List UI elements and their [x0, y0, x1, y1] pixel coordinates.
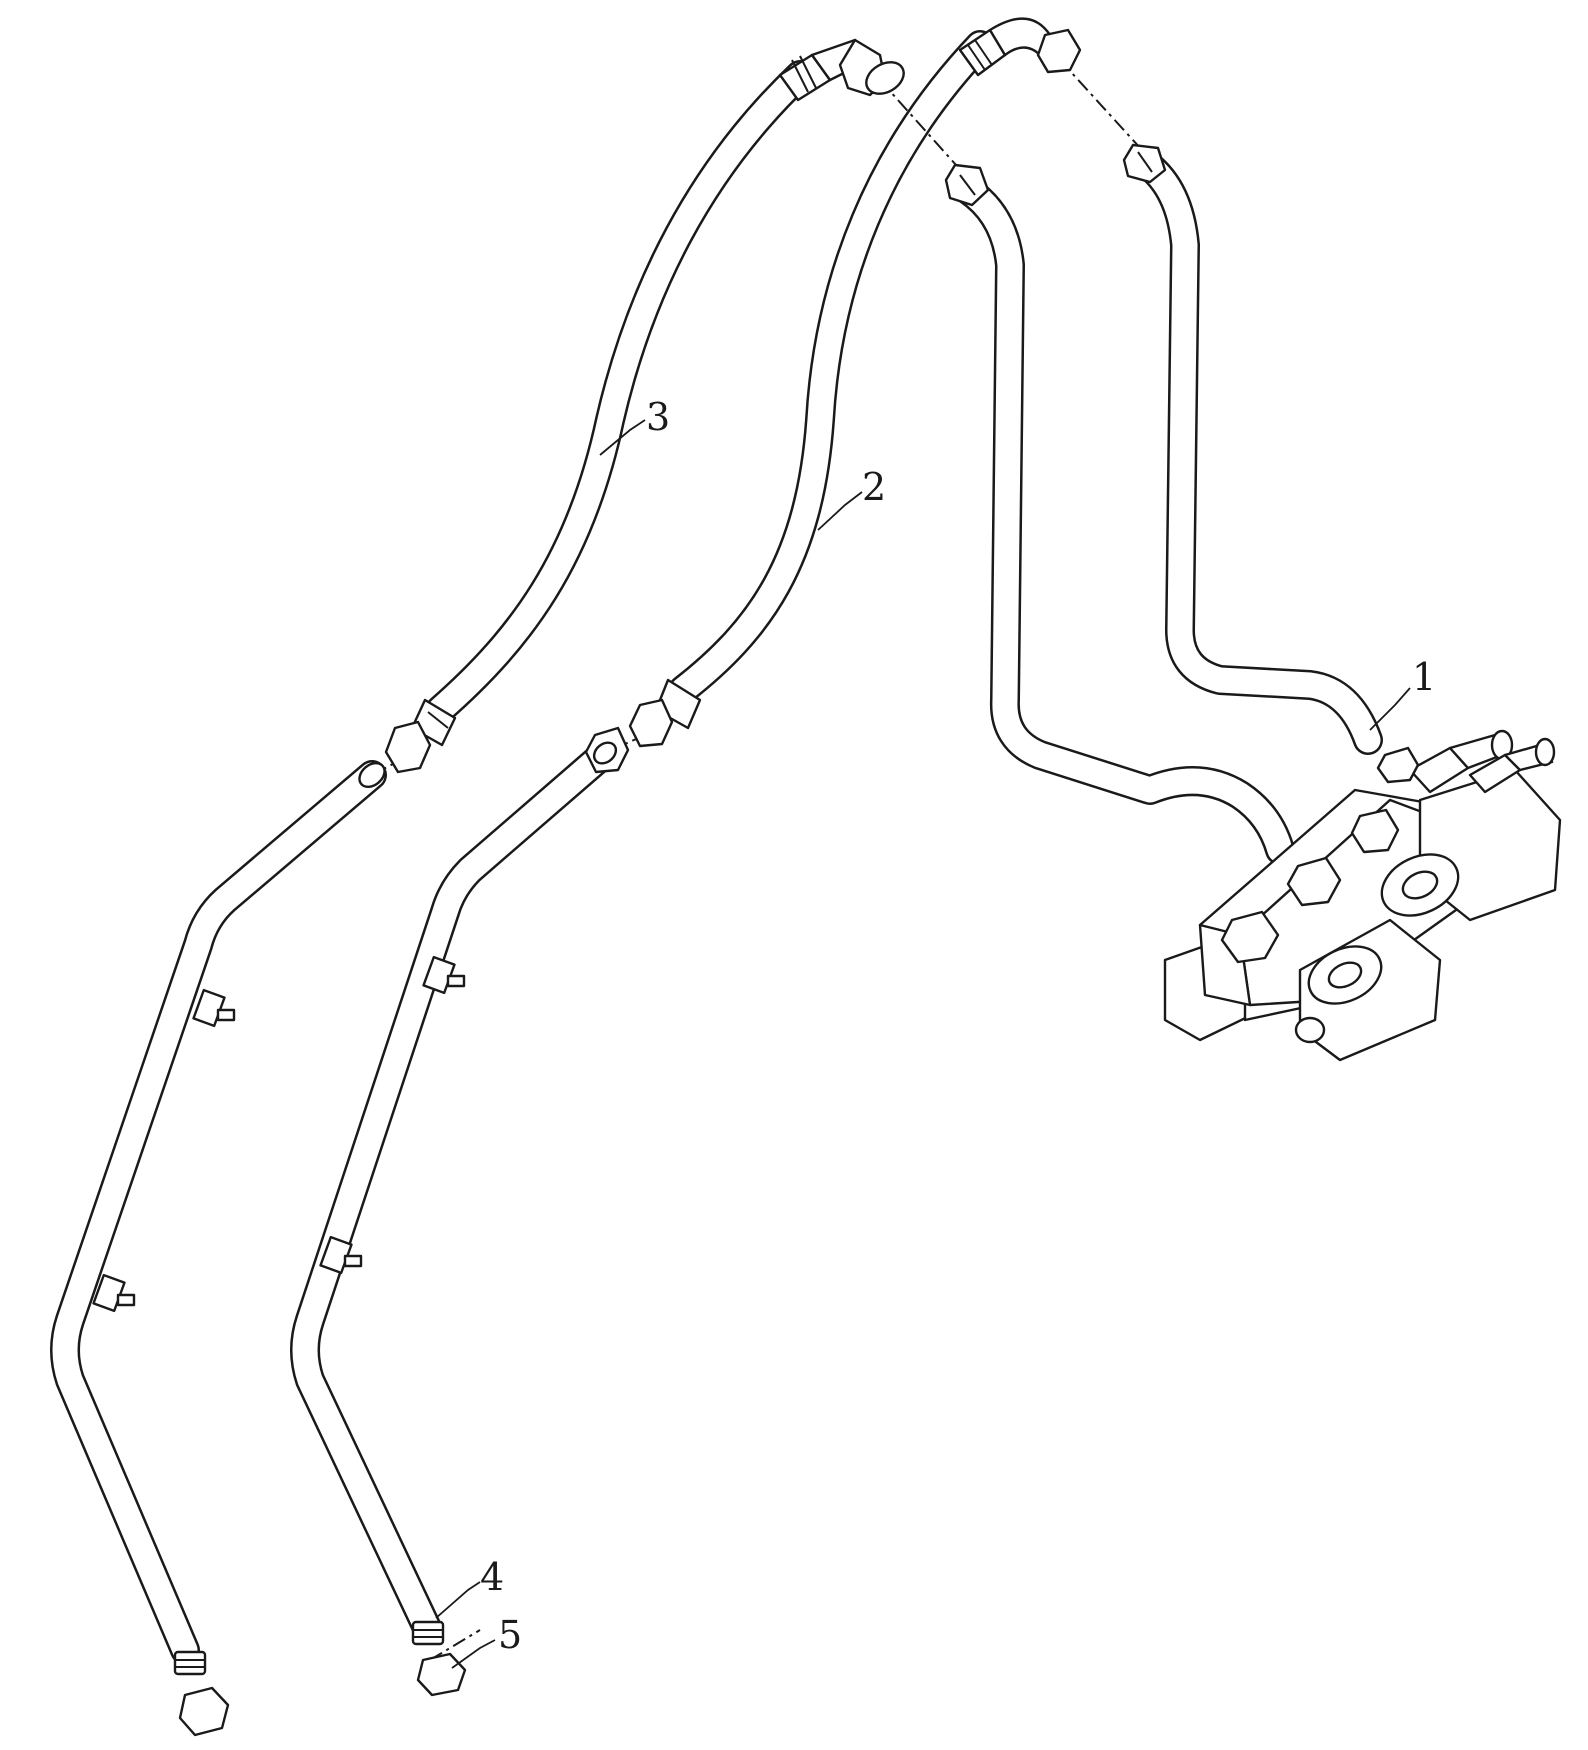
hose-3-top-fitting: [778, 38, 905, 102]
valve-top-fittings: [1376, 729, 1556, 794]
callout-2: 2: [862, 465, 886, 509]
left-pipe-end-fittings: [173, 1650, 230, 1737]
clamp-left-lower: [92, 1273, 136, 1313]
hose-2-top-fitting: [958, 17, 1082, 77]
clamp-right-lower: [319, 1235, 363, 1275]
clamp-right-upper: [422, 955, 466, 995]
callout-3: 3: [646, 395, 670, 439]
valve-pipe-a: [953, 175, 1295, 865]
hose-3-bottom-fitting: [358, 698, 457, 789]
hex-port-3: [1350, 808, 1400, 854]
leader-2: [817, 491, 863, 531]
right-pipe-end-fittings: [411, 1620, 467, 1697]
hose-2: [668, 30, 995, 705]
leader-3: [599, 419, 646, 456]
hex-port-2: [1286, 856, 1342, 907]
leader-lines: [435, 419, 1411, 1669]
part-5-nut: [416, 1652, 467, 1697]
hex-port-1: [1220, 910, 1280, 964]
part-4-fitting: [411, 1620, 445, 1646]
callout-labels: 1 2 3 4 5: [480, 395, 1436, 1657]
hose-3: [425, 60, 815, 725]
callout-5: 5: [498, 1613, 522, 1657]
valve-pipe-b: [1133, 150, 1383, 755]
clamp-left-upper: [192, 988, 236, 1028]
leader-5: [451, 1639, 496, 1669]
pipe-clamps: [92, 955, 466, 1313]
callout-1: 1: [1412, 655, 1436, 699]
left-steel-pipe: [50, 760, 387, 1665]
callout-4: 4: [480, 1555, 504, 1599]
valve-pipe-b-top-fitting: [1122, 143, 1167, 184]
leader-4: [435, 1581, 481, 1619]
valve-pipe-a-top-fitting: [944, 163, 990, 207]
leader-1: [1369, 687, 1411, 731]
control-valve-block: [1163, 729, 1562, 1062]
hose-2-bottom-fitting: [584, 678, 702, 774]
right-steel-pipe: [290, 738, 620, 1645]
